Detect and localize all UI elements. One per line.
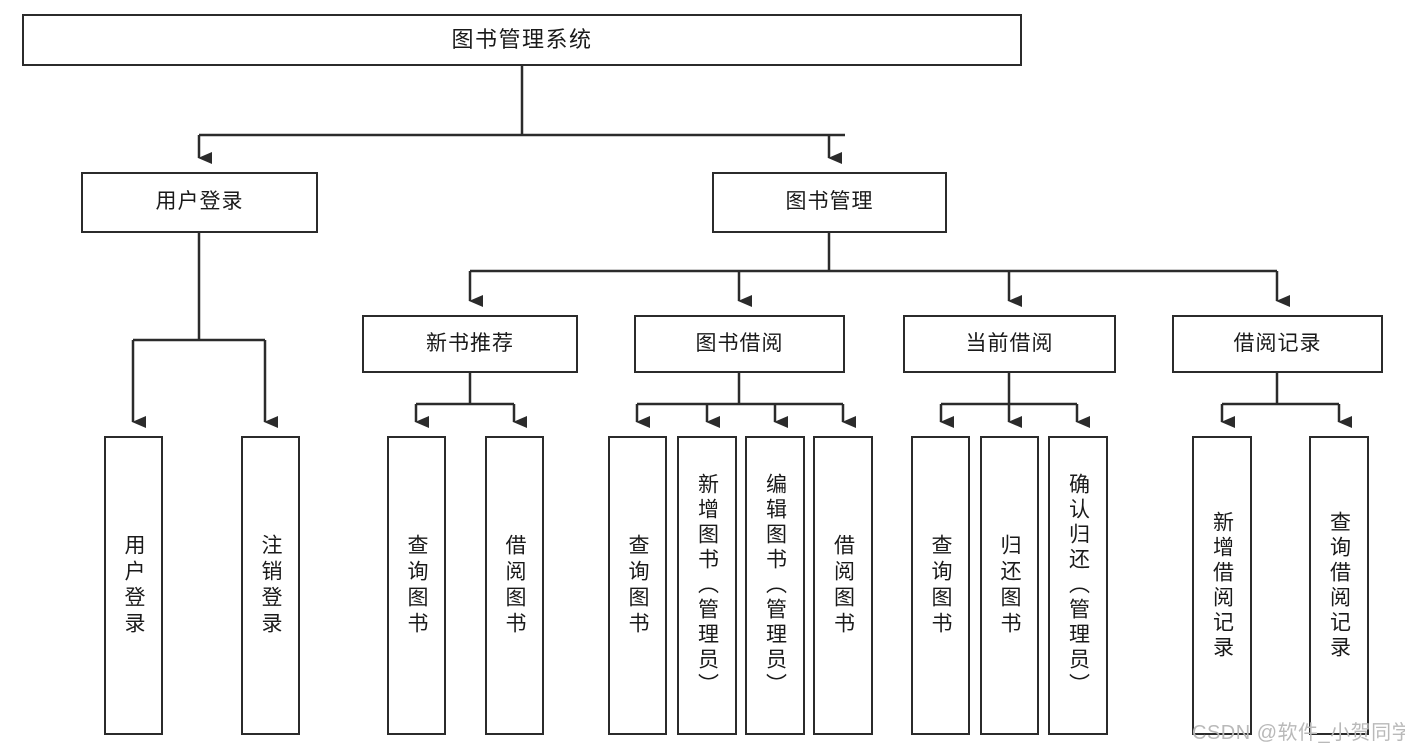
node-label: 用户登录 [155,190,244,214]
node-label: 图书管理 [785,190,874,214]
node-label: 查询图书 [929,533,952,638]
node-label: 借阅图书 [503,533,526,638]
node-label: 查询图书 [405,533,428,638]
node-borrow-record[interactable]: 借阅记录 [1172,315,1383,373]
node-label: 查询借阅记录 [1327,510,1351,661]
leaf-logout-login[interactable]: 注销登录 [241,436,300,735]
node-current-borrow[interactable]: 当前借阅 [903,315,1116,373]
leaf-query-book-borrow[interactable]: 查询图书 [608,436,667,735]
leaf-query-borrow-record[interactable]: 查询借阅记录 [1309,436,1369,735]
leaf-user-login[interactable]: 用户登录 [104,436,163,735]
node-label: 借阅记录 [1233,331,1322,355]
leaf-return-book[interactable]: 归还图书 [980,436,1039,735]
node-label: 新书推荐 [426,331,514,355]
node-book-management[interactable]: 图书管理 [712,172,947,233]
leaf-add-borrow-record[interactable]: 新增借阅记录 [1192,436,1252,735]
node-book-borrow[interactable]: 图书借阅 [634,315,845,373]
leaf-borrow-book-recommend[interactable]: 借阅图书 [485,436,544,735]
node-label: 归还图书 [998,533,1021,638]
leaf-query-book-recommend[interactable]: 查询图书 [387,436,446,735]
node-root-book-management-system[interactable]: 图书管理系统 [22,14,1022,66]
node-label: 查询图书 [626,533,649,638]
node-label: 图书管理系统 [451,27,593,53]
leaf-query-book-current[interactable]: 查询图书 [911,436,970,735]
node-label: 编辑图书（管理员） [763,473,787,698]
node-label: 图书借阅 [695,331,784,355]
leaf-add-book-admin[interactable]: 新增图书（管理员） [677,436,737,735]
node-label: 新增借阅记录 [1210,510,1234,661]
node-label: 新增图书（管理员） [695,473,719,698]
node-label: 用户登录 [122,533,145,638]
node-user-login[interactable]: 用户登录 [81,172,318,233]
leaf-confirm-return-admin[interactable]: 确认归还（管理员） [1048,436,1108,735]
node-label: 注销登录 [259,533,282,638]
node-label: 借阅图书 [831,533,855,638]
node-label: 确认归还（管理员） [1066,473,1090,698]
leaf-edit-book-admin[interactable]: 编辑图书（管理员） [745,436,805,735]
node-new-book-recommend[interactable]: 新书推荐 [362,315,578,373]
csdn-watermark: CSDN @软件_小贺同学 [1192,722,1405,744]
leaf-borrow-book[interactable]: 借阅图书 [813,436,873,735]
node-label: 当前借阅 [965,331,1054,355]
